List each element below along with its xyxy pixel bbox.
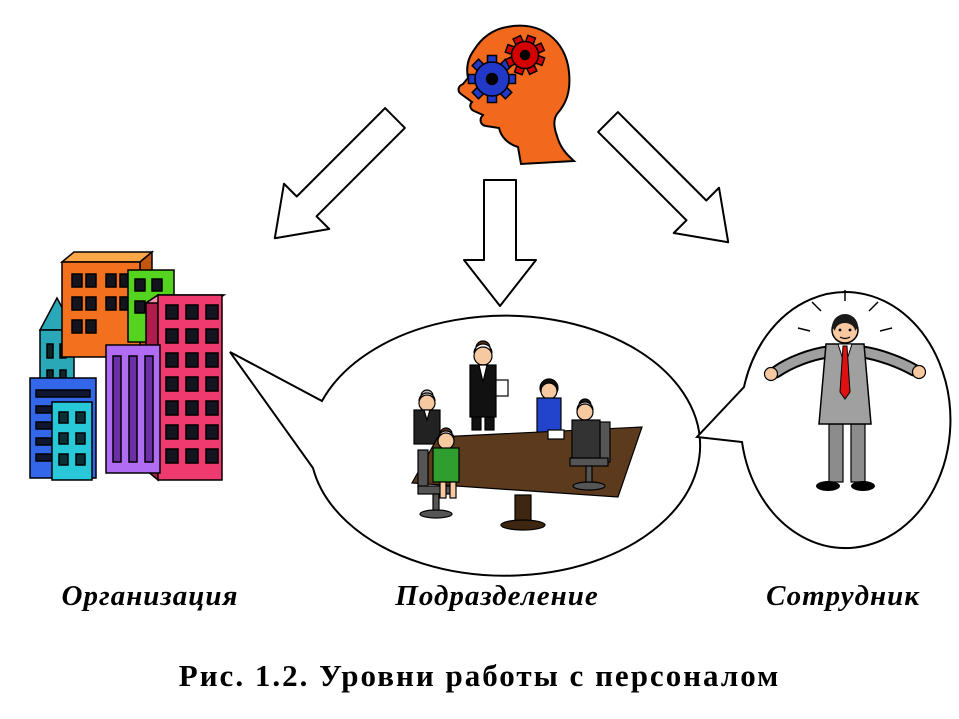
arrow-to-employee xyxy=(597,111,730,244)
employee-right-shoe xyxy=(851,481,875,491)
employee-right-hand xyxy=(911,364,927,380)
building-cyan xyxy=(51,401,93,481)
arrow-shape xyxy=(463,179,537,307)
seated-person-green-dress xyxy=(417,427,460,519)
employee-right-leg xyxy=(850,423,866,483)
building-purple xyxy=(105,344,161,474)
label-employee: Сотрудник xyxy=(766,580,920,612)
employee-figure xyxy=(763,290,927,491)
employee-right-arm-fill xyxy=(857,347,919,375)
arrow-to-organization xyxy=(273,107,406,240)
organization-buildings xyxy=(29,250,227,482)
seated-person-gray-hair xyxy=(413,389,441,445)
gear-blue-icon xyxy=(467,54,517,104)
thinking-head-icon xyxy=(457,24,577,166)
employee-left-eye xyxy=(838,328,842,332)
employee-left-shoe xyxy=(816,481,840,491)
surprise-rays xyxy=(797,290,893,332)
figure-caption: Рис. 1.2. Уровни работы с персоналом xyxy=(178,658,781,693)
label-organization: Организация xyxy=(61,580,239,612)
employee-left-arm-fill xyxy=(771,347,833,377)
standing-person-presenter xyxy=(469,340,509,431)
arrow-shape xyxy=(273,107,406,240)
seated-person-right xyxy=(569,398,611,491)
employee-tie xyxy=(839,345,851,400)
employee-right-eye xyxy=(848,328,852,332)
gear-red-icon xyxy=(504,34,546,76)
building-orange xyxy=(59,250,155,358)
employee-left-hand xyxy=(763,366,779,382)
label-department: Подразделение xyxy=(395,580,599,612)
meeting-scene xyxy=(411,340,643,531)
employee-mouth xyxy=(839,336,851,340)
employee-left-leg xyxy=(828,423,844,483)
arrow-to-department xyxy=(463,179,537,307)
seated-person-blue-dress xyxy=(536,378,562,439)
employee-hair xyxy=(832,314,858,331)
arrow-shape xyxy=(597,111,730,244)
